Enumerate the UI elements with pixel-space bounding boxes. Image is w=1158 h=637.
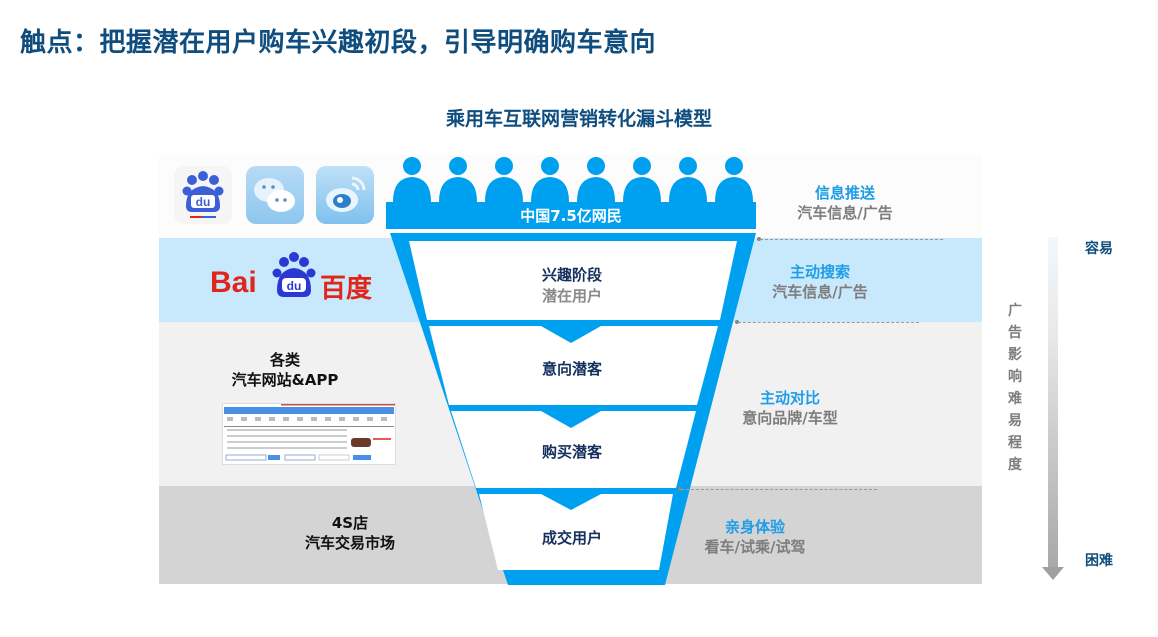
population-bar	[386, 202, 756, 229]
svg-text:du: du	[196, 195, 211, 209]
behavior-title: 主动搜索	[789, 263, 850, 281]
person-icon	[439, 157, 477, 202]
websites-label-line1: 各类	[269, 351, 300, 369]
behavior-compare: 主动对比 意向品牌/车型	[715, 388, 865, 428]
behavior-experience: 亲身体验 看车/试乘/试驾	[680, 517, 830, 557]
baidu-app-icon: du	[174, 166, 232, 224]
behavior-subtitle: 汽车信息/广告	[772, 283, 868, 301]
baidu-logo-du: du	[287, 279, 302, 293]
behavior-title: 亲身体验	[724, 518, 785, 536]
baidu-paw-icon: du	[272, 252, 316, 297]
baidu-logo-cn: 百度	[320, 273, 373, 303]
funnel-section-3	[451, 411, 696, 488]
dealers-label: 4S店 汽车交易市场	[265, 513, 435, 553]
websites-label-line2: 汽车网站&APP	[231, 371, 339, 389]
stage-interest: 兴趣阶段 潜在用户	[470, 264, 674, 306]
stage-title: 意向潜客	[541, 360, 602, 378]
stage-intent: 意向潜客	[470, 358, 674, 379]
diagram-title: 乘用车互联网营销转化漏斗模型	[445, 108, 712, 130]
separator-dot	[678, 487, 682, 491]
funnel-arrow-1	[541, 326, 601, 343]
dealers-label-line1: 4S店	[331, 514, 369, 532]
weibo-app-icon	[316, 166, 374, 224]
person-icon	[531, 157, 569, 202]
person-icon	[623, 157, 661, 202]
funnel-arrow-2	[541, 411, 601, 428]
baidu-logo-latin: Bai	[210, 266, 257, 299]
population-label: 中国7.5亿网民	[520, 207, 622, 225]
difficulty-top-label: 容易	[1085, 241, 1113, 257]
behavior-subtitle: 汽车信息/广告	[797, 204, 893, 222]
person-icon	[485, 157, 523, 202]
behavior-push: 信息推送 汽车信息/广告	[770, 183, 920, 223]
dealers-label-line2: 汽车交易市场	[304, 534, 395, 552]
behavior-search: 主动搜索 汽车信息/广告	[745, 262, 895, 302]
funnel-section-1	[409, 241, 737, 320]
funnel-section-4	[479, 494, 673, 570]
person-icon	[669, 157, 707, 202]
person-icon	[715, 157, 753, 202]
separator-line	[760, 239, 943, 240]
funnel-section-2	[429, 326, 718, 405]
baidu-logo: Bai du 百度	[210, 252, 390, 306]
stage-converted: 成交用户	[470, 527, 674, 548]
difficulty-axis-label: 广告影响难易程度	[1008, 303, 1022, 473]
difficulty-arrow-head-icon	[1042, 567, 1064, 580]
behavior-subtitle: 意向品牌/车型	[742, 409, 838, 427]
stage-title: 成交用户	[541, 529, 602, 547]
person-icon	[577, 157, 615, 202]
separator-dot	[735, 320, 739, 324]
wechat-app-icon	[246, 166, 304, 224]
separator-dot	[757, 237, 761, 241]
stage-title: 兴趣阶段	[541, 266, 602, 284]
person-icon	[393, 157, 431, 202]
behavior-title: 信息推送	[814, 184, 875, 202]
separator-line	[738, 322, 919, 323]
page-title: 触点：把握潜在用户购车兴趣初段，引导明确购车意向	[20, 28, 657, 58]
stage-subtitle: 潜在用户	[541, 287, 602, 305]
people-icons	[393, 157, 753, 202]
stage-title: 购买潜客	[541, 443, 602, 461]
separator-line	[681, 489, 877, 490]
behavior-subtitle: 看车/试乘/试驾	[704, 538, 806, 556]
stage-purchase: 购买潜客	[470, 441, 674, 462]
behavior-title: 主动对比	[759, 389, 820, 407]
difficulty-bottom-label: 困难	[1085, 553, 1113, 569]
difficulty-arrow-shaft	[1048, 237, 1058, 569]
websites-label: 各类 汽车网站&APP	[200, 350, 370, 390]
auto-website-screenshot	[222, 403, 396, 465]
funnel-arrow-3	[541, 494, 601, 510]
